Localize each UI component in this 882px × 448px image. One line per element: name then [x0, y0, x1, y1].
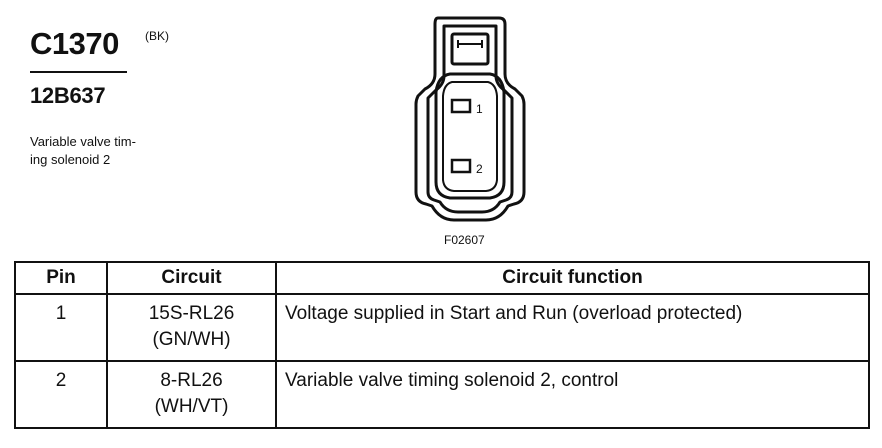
- title-rule: [30, 71, 127, 73]
- connector-inner-outline: [426, 24, 514, 214]
- table-header-row: Pin Circuit Circuit function: [14, 261, 870, 295]
- table-row: 2 8-RL26 (WH/VT) Variable valve timing s…: [14, 360, 870, 429]
- connector-color-code: (BK): [145, 29, 169, 43]
- circuit-function-cell: Variable valve timing solenoid 2, contro…: [275, 360, 870, 429]
- pin-2-label: 2: [476, 162, 483, 176]
- connector-housing-outline: [414, 16, 526, 222]
- description-line-1: Variable valve tim-: [30, 134, 136, 149]
- circuit-code: 8-RL26: [160, 370, 223, 391]
- header-circuit-function: Circuit function: [275, 261, 870, 295]
- connector-latch: [450, 32, 490, 66]
- wire-color: (GN/WH): [152, 329, 231, 350]
- circuit-cell: 15S-RL26 (GN/WH): [106, 293, 277, 362]
- pin-1-cavity: [450, 98, 472, 114]
- wire-color: (WH/VT): [154, 396, 229, 417]
- pin-2-cavity: [450, 158, 472, 174]
- pin-1-label: 1: [476, 102, 483, 116]
- circuit-function-cell: Voltage supplied in Start and Run (overl…: [275, 293, 870, 362]
- part-number: 12B637: [30, 83, 106, 108]
- connector-description: Variable valve tim- ing solenoid 2: [30, 133, 190, 169]
- circuit-code: 15S-RL26: [148, 303, 235, 324]
- figure-code: F02607: [444, 233, 485, 247]
- table-row: 1 15S-RL26 (GN/WH) Voltage supplied in S…: [14, 293, 870, 362]
- connector-pin-face: [434, 72, 506, 200]
- header-circuit: Circuit: [106, 261, 277, 295]
- pin-table: Pin Circuit Circuit function 1 15S-RL26 …: [14, 261, 870, 429]
- description-line-2: ing solenoid 2: [30, 152, 111, 167]
- connector-id: C1370: [30, 26, 119, 61]
- pin-cell: 2: [14, 360, 108, 429]
- connector-face-diagram: 1 2: [414, 16, 526, 222]
- pin-cell: 1: [14, 293, 108, 362]
- header-pin: Pin: [14, 261, 108, 295]
- circuit-cell: 8-RL26 (WH/VT): [106, 360, 277, 429]
